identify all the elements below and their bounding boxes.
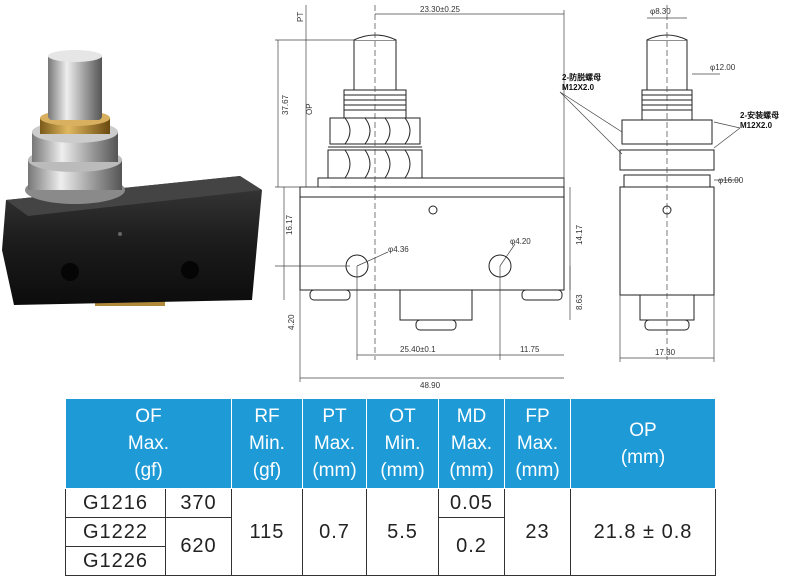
nut2-label: 2-安装螺母 [740, 110, 779, 120]
md-cell: 0.2 [438, 517, 505, 576]
of-cell: 620 [165, 517, 232, 576]
label-op: OP [305, 103, 314, 115]
header-op: OP(mm) [570, 398, 716, 489]
dim-17-30: 17.30 [655, 348, 676, 357]
dim-37-67: 37.67 [281, 94, 290, 115]
nut1-spec: M12X2.0 [562, 83, 595, 92]
dim-14-17: 14.17 [575, 224, 584, 245]
nut2-spec: M12X2.0 [740, 121, 773, 130]
dim-8-63: 8.63 [575, 294, 584, 310]
dim-25-40: 25.40±0.1 [400, 345, 436, 354]
fp-cell: 23 [504, 488, 571, 576]
model-cell: G1222 [65, 517, 166, 547]
ot-cell: 5.5 [366, 488, 439, 576]
pt-cell: 0.7 [302, 488, 367, 576]
nut1-label: 2-防脱螺母 [562, 72, 601, 82]
of-cell: 370 [165, 488, 232, 518]
dim-16-00: φ16.00 [718, 176, 744, 185]
op-cell: 21.8 ± 0.8 [570, 488, 716, 576]
table-row: G1226 [65, 546, 716, 576]
dim-8-30: φ8.30 [650, 7, 671, 16]
md-cell: 0.05 [438, 488, 505, 518]
dim-23-30: 23.30±0.25 [420, 5, 461, 14]
dim-hole-4-36: φ4.36 [388, 245, 409, 254]
dimension-drawing: 23.30±0.25 37.67 16.17 4.20 PT OP φ4.36 … [275, 5, 779, 390]
table-row: G1216 370 115 0.7 5.5 0.05 23 21.8 ± 0.8 [65, 488, 716, 576]
dim-48-90: 48.90 [420, 381, 441, 390]
table-row: G1222 620 0.2 [65, 517, 716, 576]
dim-12-00: φ12.00 [710, 63, 736, 72]
dim-hole-4-20: φ4.20 [510, 237, 531, 246]
rf-cell: 115 [231, 488, 303, 576]
dim-11-75: 11.75 [520, 345, 540, 354]
model-cell: G1226 [65, 546, 166, 576]
dim-16-17: 16.17 [285, 214, 294, 235]
switch-photo [2, 50, 262, 306]
model-cell: G1216 [65, 488, 166, 518]
label-pt: PT [296, 12, 305, 22]
dim-4-20: 4.20 [287, 314, 296, 330]
